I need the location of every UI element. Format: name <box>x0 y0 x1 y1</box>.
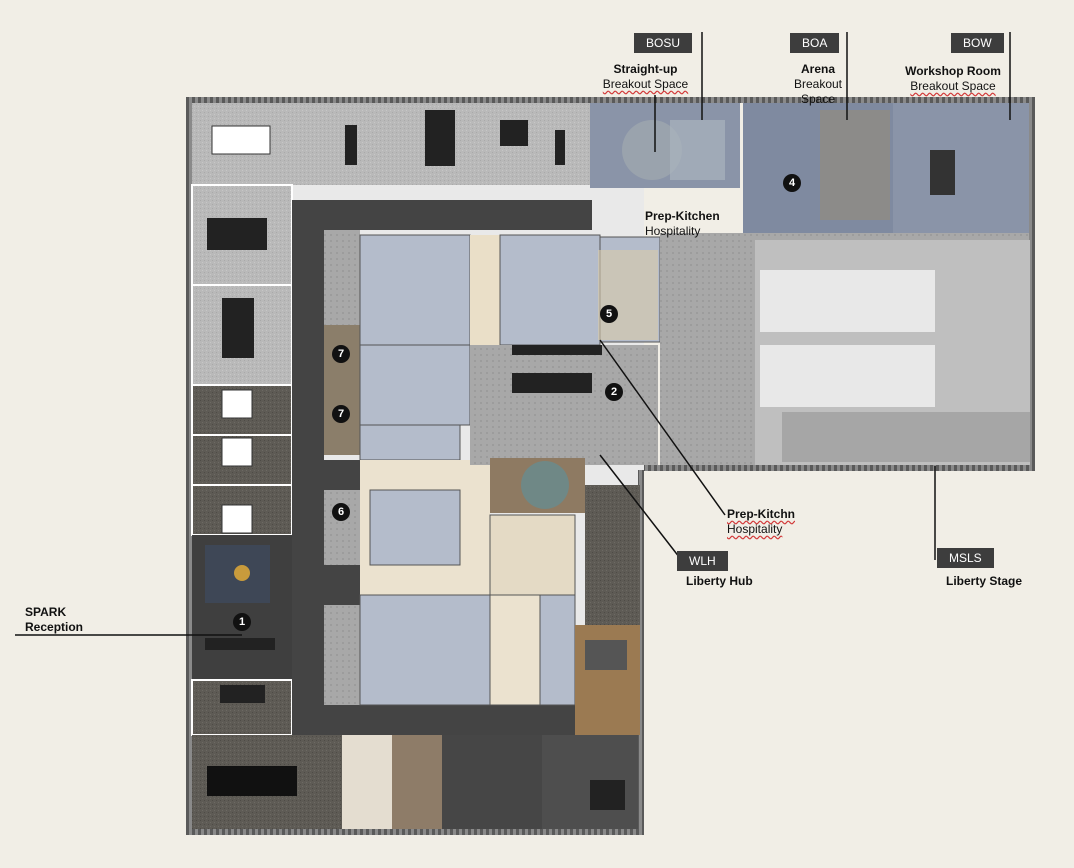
label-prep-kitchn: Prep-Kitchn Hospitality <box>727 507 795 537</box>
prep-kitchen-title: Prep-Kitchen <box>645 209 720 223</box>
label-prep-kitchen: Prep-Kitchen Hospitality <box>645 209 720 239</box>
breakout-spaces <box>590 103 1029 233</box>
spark-line1: SPARK <box>25 605 67 619</box>
leader-lines <box>15 32 1011 636</box>
straight-up-sub: Breakout Space <box>602 77 689 91</box>
label-workshop: Workshop Room Breakout Space <box>898 64 1008 94</box>
marker-5: 5 <box>600 305 618 323</box>
marker-2: 2 <box>605 383 623 401</box>
arena-title: Arena <box>800 62 835 76</box>
prep-kitchn-title: Prep-Kitchn <box>727 507 796 521</box>
corridor <box>292 200 592 735</box>
liberty-stage <box>660 233 1030 465</box>
workshop-sub: Breakout Space <box>910 79 996 93</box>
marker-1: 1 <box>233 613 251 631</box>
arena-sub2: Space <box>800 92 836 106</box>
arena-sub1: Breakout <box>793 77 843 91</box>
workshop-title: Workshop Room <box>905 64 1001 78</box>
label-spark: SPARK Reception <box>25 605 83 635</box>
straight-up-title: Straight-up <box>613 62 678 76</box>
liberty-hub-title: Liberty Hub <box>686 574 753 588</box>
label-liberty-hub: Liberty Hub <box>686 574 753 589</box>
top-offices <box>192 103 592 185</box>
marker-7b: 7 <box>332 405 350 423</box>
liberty-stage-title: Liberty Stage <box>946 574 1023 588</box>
bottom-offices <box>192 735 638 829</box>
tag-boa: BOA <box>790 33 840 53</box>
left-offices <box>191 184 293 736</box>
marker-4: 4 <box>783 174 801 192</box>
label-arena: Arena Breakout Space <box>778 62 858 107</box>
marker-6: 6 <box>332 503 350 521</box>
label-liberty-stage: Liberty Stage <box>946 574 1022 589</box>
central-core <box>324 230 661 706</box>
label-straight-up: Straight-up Breakout Space <box>598 62 693 92</box>
spark-line2: Reception <box>25 620 84 634</box>
tag-bosu: BOSU <box>634 33 693 53</box>
tag-wlh: WLH <box>677 551 728 571</box>
marker-7a: 7 <box>332 345 350 363</box>
prep-kitchn-sub: Hospitality <box>727 522 783 536</box>
prep-kitchen-sub: Hospitality <box>645 224 701 238</box>
tag-msls: MSLS <box>937 548 994 568</box>
tag-bow: BOW <box>951 33 1004 53</box>
